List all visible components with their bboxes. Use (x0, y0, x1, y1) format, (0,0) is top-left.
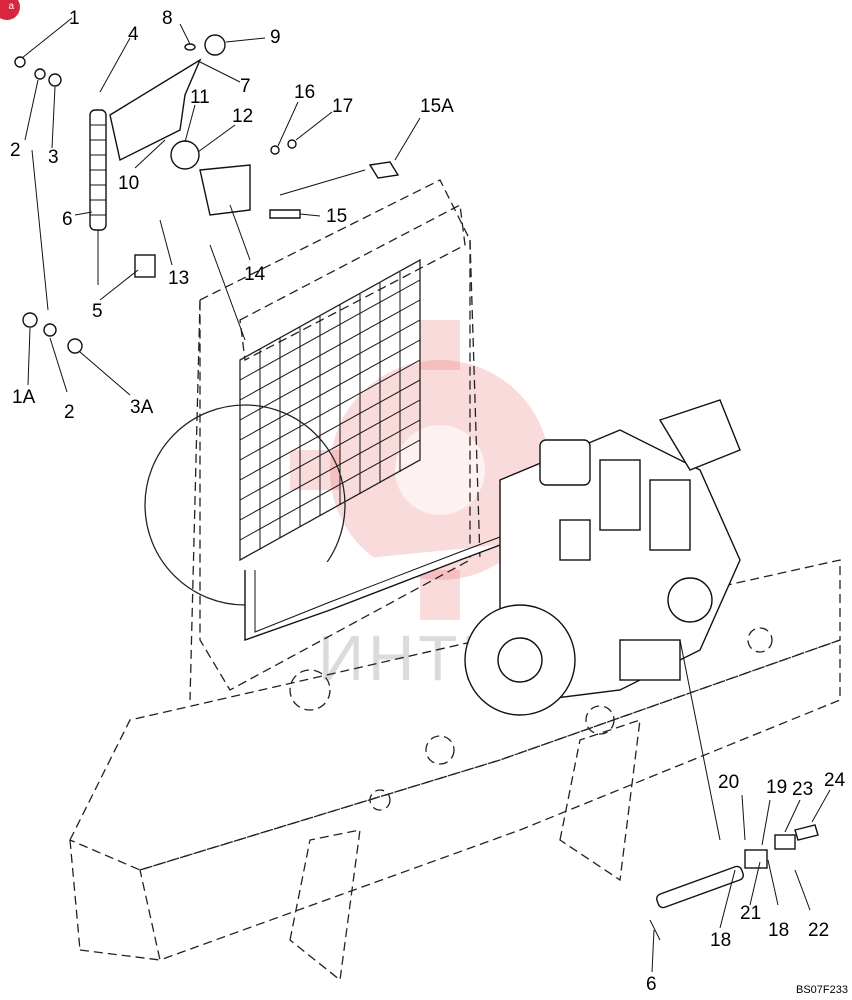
callout-9: 9 (270, 27, 281, 48)
callout-19: 19 (766, 777, 787, 798)
plate-19 (744, 849, 768, 869)
callout-8: 8 (162, 8, 173, 29)
nut-1 (14, 56, 26, 68)
callout-3: 3 (48, 147, 59, 168)
bumper-9 (204, 34, 226, 56)
bolt-15A (368, 161, 400, 179)
callout-20: 20 (718, 772, 739, 793)
bracket-14 (199, 164, 251, 216)
washer-2 (34, 68, 46, 80)
spring-23 (774, 834, 796, 850)
pin-8 (184, 43, 196, 51)
callout-5: 5 (92, 301, 103, 322)
coolant-hose (244, 544, 501, 641)
coolant-hose-inner (254, 536, 501, 633)
callout-7: 7 (240, 76, 251, 97)
drawing-code: BS07F233 (796, 984, 848, 996)
callout-22: 22 (808, 920, 829, 941)
callout-2-lower: 2 (64, 402, 75, 423)
callout-24: 24 (824, 770, 846, 791)
nut-1A (22, 312, 38, 328)
callout-18-left: 18 (710, 930, 731, 951)
callout-13: 13 (168, 268, 189, 289)
callout-10: 10 (118, 173, 139, 194)
callout-1: 1 (69, 8, 80, 29)
washer-16 (270, 145, 280, 155)
clip-5 (134, 254, 156, 278)
callout-23: 23 (792, 779, 813, 800)
callout-11: 11 (190, 87, 210, 108)
washer-2b (43, 323, 57, 337)
callout-18-right: 18 (768, 920, 789, 941)
callout-1A: 1A (12, 387, 36, 408)
radiator-screen (239, 258, 421, 562)
callout-15A: 15A (420, 96, 454, 117)
callout-15: 15 (326, 206, 347, 227)
spacer-3 (48, 73, 62, 87)
leader-lines (21, 17, 831, 973)
radiator-frame (189, 179, 481, 701)
callout-21: 21 (740, 903, 761, 924)
callout-12: 12 (232, 106, 253, 127)
spring-lower (649, 865, 744, 941)
nut-17 (287, 139, 297, 149)
callout-4: 4 (128, 24, 139, 45)
callout-14: 14 (244, 264, 266, 285)
engine-assembly (464, 399, 741, 716)
callout-16: 16 (294, 82, 315, 103)
callout-6-lower: 6 (646, 974, 657, 995)
chassis-frame (69, 559, 841, 982)
washer-12 (170, 140, 200, 170)
bolt-24 (794, 824, 819, 841)
corner-badge: a (0, 0, 20, 20)
bracket-7 (109, 58, 202, 162)
spring-upper (89, 109, 107, 285)
bolt-15 (269, 209, 301, 219)
callout-6: 6 (62, 209, 73, 230)
washer-3A (67, 338, 83, 354)
callout-2: 2 (10, 140, 21, 161)
callout-17: 17 (332, 96, 353, 117)
callout-3A: 3A (130, 397, 154, 418)
